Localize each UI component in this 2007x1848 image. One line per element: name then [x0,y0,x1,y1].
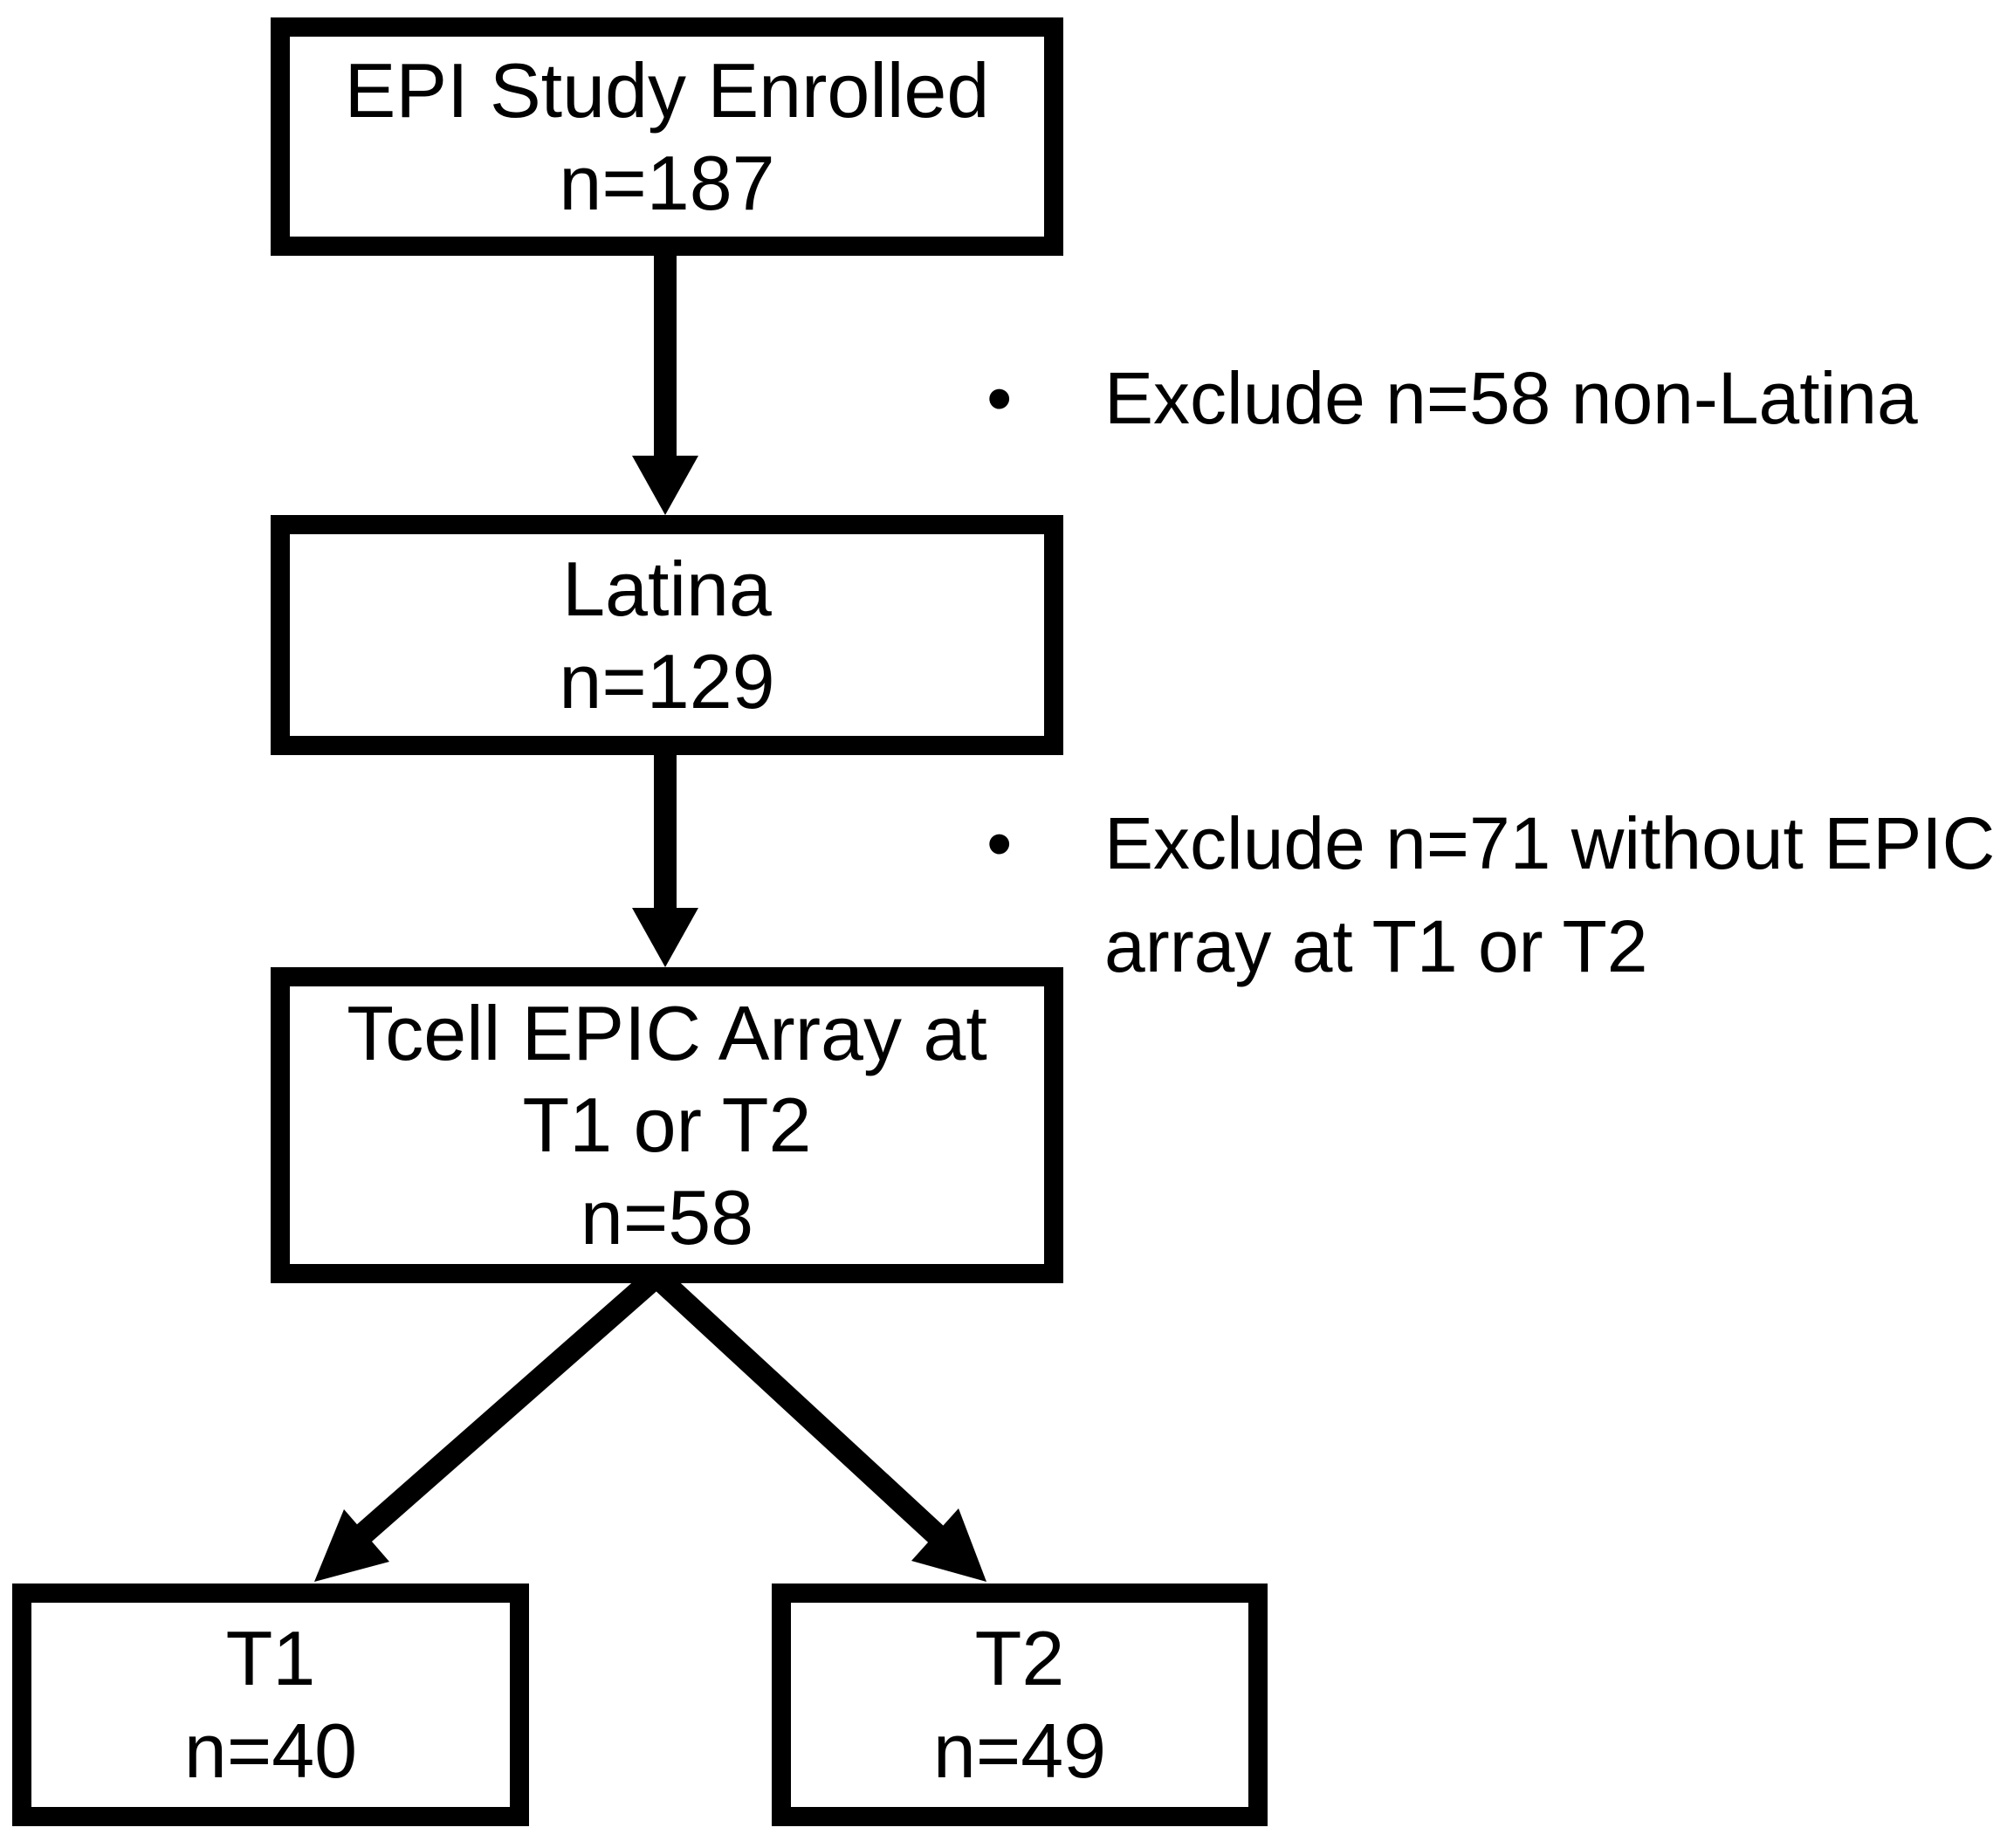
node-count: n=40 [183,1707,358,1794]
note-line: array at T1 or T2 [1104,904,1648,987]
flow-node-tcell-epic-array: Tcell EPIC Array at T1 or T2 n=58 [271,967,1063,1283]
flow-node-latina: Latina n=129 [271,515,1063,755]
node-count: n=49 [932,1707,1107,1794]
exclusion-note-no-epic-array: • Exclude n=71 without EPIC array at T1 … [986,793,2007,998]
flow-node-epi-study-enrolled: EPI Study Enrolled n=187 [271,17,1063,256]
flow-node-t1: T1 n=40 [12,1584,529,1826]
node-count: n=187 [559,139,775,226]
bullet-icon: • [986,357,1013,439]
node-line: EPI Study Enrolled [344,46,990,134]
node-line: T2 [974,1615,1065,1702]
node-count: n=58 [580,1173,754,1261]
note-line: Exclude n=71 without EPIC [1104,802,1996,884]
arrow-tcell-to-t1-icon [314,1267,664,1582]
exclusion-note-non-latina: • Exclude n=58 non-Latina [986,347,2007,450]
arrow-latina-to-tcell-icon [632,752,698,967]
node-line: Tcell EPIC Array at [347,989,987,1076]
node-line: T1 or T2 [522,1082,812,1169]
arrow-tcell-to-t2-icon [649,1267,986,1582]
flow-node-t2: T2 n=49 [772,1584,1268,1826]
arrow-enrolled-to-latina-icon [632,253,698,515]
bullet-icon: • [986,802,1013,884]
node-line: Latina [562,545,772,632]
node-line: T1 [225,1615,316,1702]
node-count: n=129 [559,637,775,725]
note-line: Exclude n=58 non-Latina [1104,357,1918,439]
